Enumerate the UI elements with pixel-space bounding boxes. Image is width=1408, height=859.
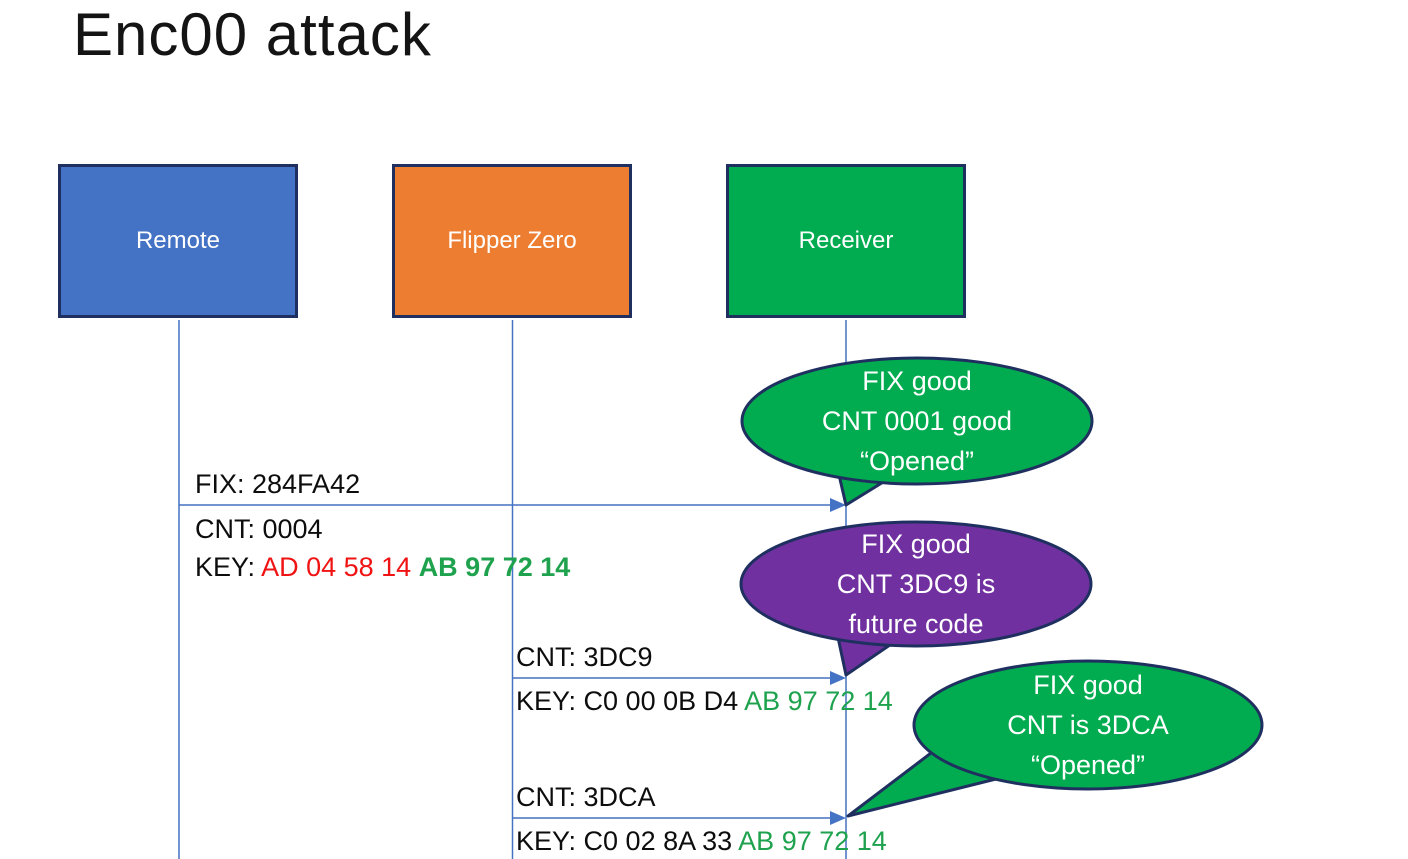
message3-cnt-label: CNT: 3DCA <box>516 782 656 812</box>
key-fixed-bytes: AB 97 72 14 <box>744 686 893 716</box>
callout-bubble-3 <box>846 659 1264 818</box>
message1-key-label: KEY: AD 04 58 14 AB 97 72 14 <box>195 549 570 585</box>
key-label-prefix: KEY: C0 02 8A 33 <box>516 826 739 856</box>
actor-box-flipper-zero: Flipper Zero <box>392 164 632 318</box>
callout-bubble-2 <box>739 520 1093 677</box>
callout-line: FIX good <box>1033 670 1143 700</box>
message-arrow-1 <box>179 498 846 512</box>
slide-title: Enc00 attack <box>73 1 432 68</box>
callout-text-1: FIX good CNT 0001 good “Opened” <box>742 358 1092 484</box>
callout-line: CNT 3DC9 is <box>836 569 996 599</box>
message1-cnt-label: CNT: 0004 <box>195 514 323 544</box>
callout-line: “Opened” <box>859 446 975 476</box>
key-changed-bytes: AD 04 58 14 <box>261 552 419 582</box>
callout-bubble-1 <box>740 356 1094 507</box>
key-label-prefix: KEY: C0 00 0B D4 <box>516 686 745 716</box>
actor-label-flipper-zero: Flipper Zero <box>447 227 577 254</box>
key-label-prefix: KEY: <box>195 552 262 582</box>
callout-line: CNT is 3DCA <box>1007 710 1169 740</box>
callout-line: FIX good <box>862 366 972 396</box>
key-fixed-bytes: AB 97 72 14 <box>738 826 887 856</box>
message-arrow-2 <box>512 671 846 685</box>
message-arrow-3 <box>512 811 846 825</box>
message2-cnt-label: CNT: 3DC9 <box>516 642 653 672</box>
message3-key-label: KEY: C0 02 8A 33 AB 97 72 14 <box>516 823 887 859</box>
actor-box-remote: Remote <box>58 164 298 318</box>
callout-line: CNT 0001 good <box>821 406 1013 436</box>
message1-fix-label: FIX: 284FA42 <box>195 469 361 499</box>
callout-text-2: FIX good CNT 3DC9 is future code <box>741 522 1091 646</box>
callout-text-3: FIX good CNT is 3DCA “Opened” <box>914 661 1262 789</box>
actor-label-receiver: Receiver <box>798 227 894 254</box>
callout-line: future code <box>848 609 984 639</box>
callout-line: FIX good <box>861 529 971 559</box>
key-fixed-bytes: AB 97 72 14 <box>418 552 571 582</box>
callout-line: “Opened” <box>1030 750 1146 780</box>
actor-box-receiver: Receiver <box>726 164 966 318</box>
message2-key-label: KEY: C0 00 0B D4 AB 97 72 14 <box>516 683 893 719</box>
actor-label-remote: Remote <box>135 227 221 254</box>
